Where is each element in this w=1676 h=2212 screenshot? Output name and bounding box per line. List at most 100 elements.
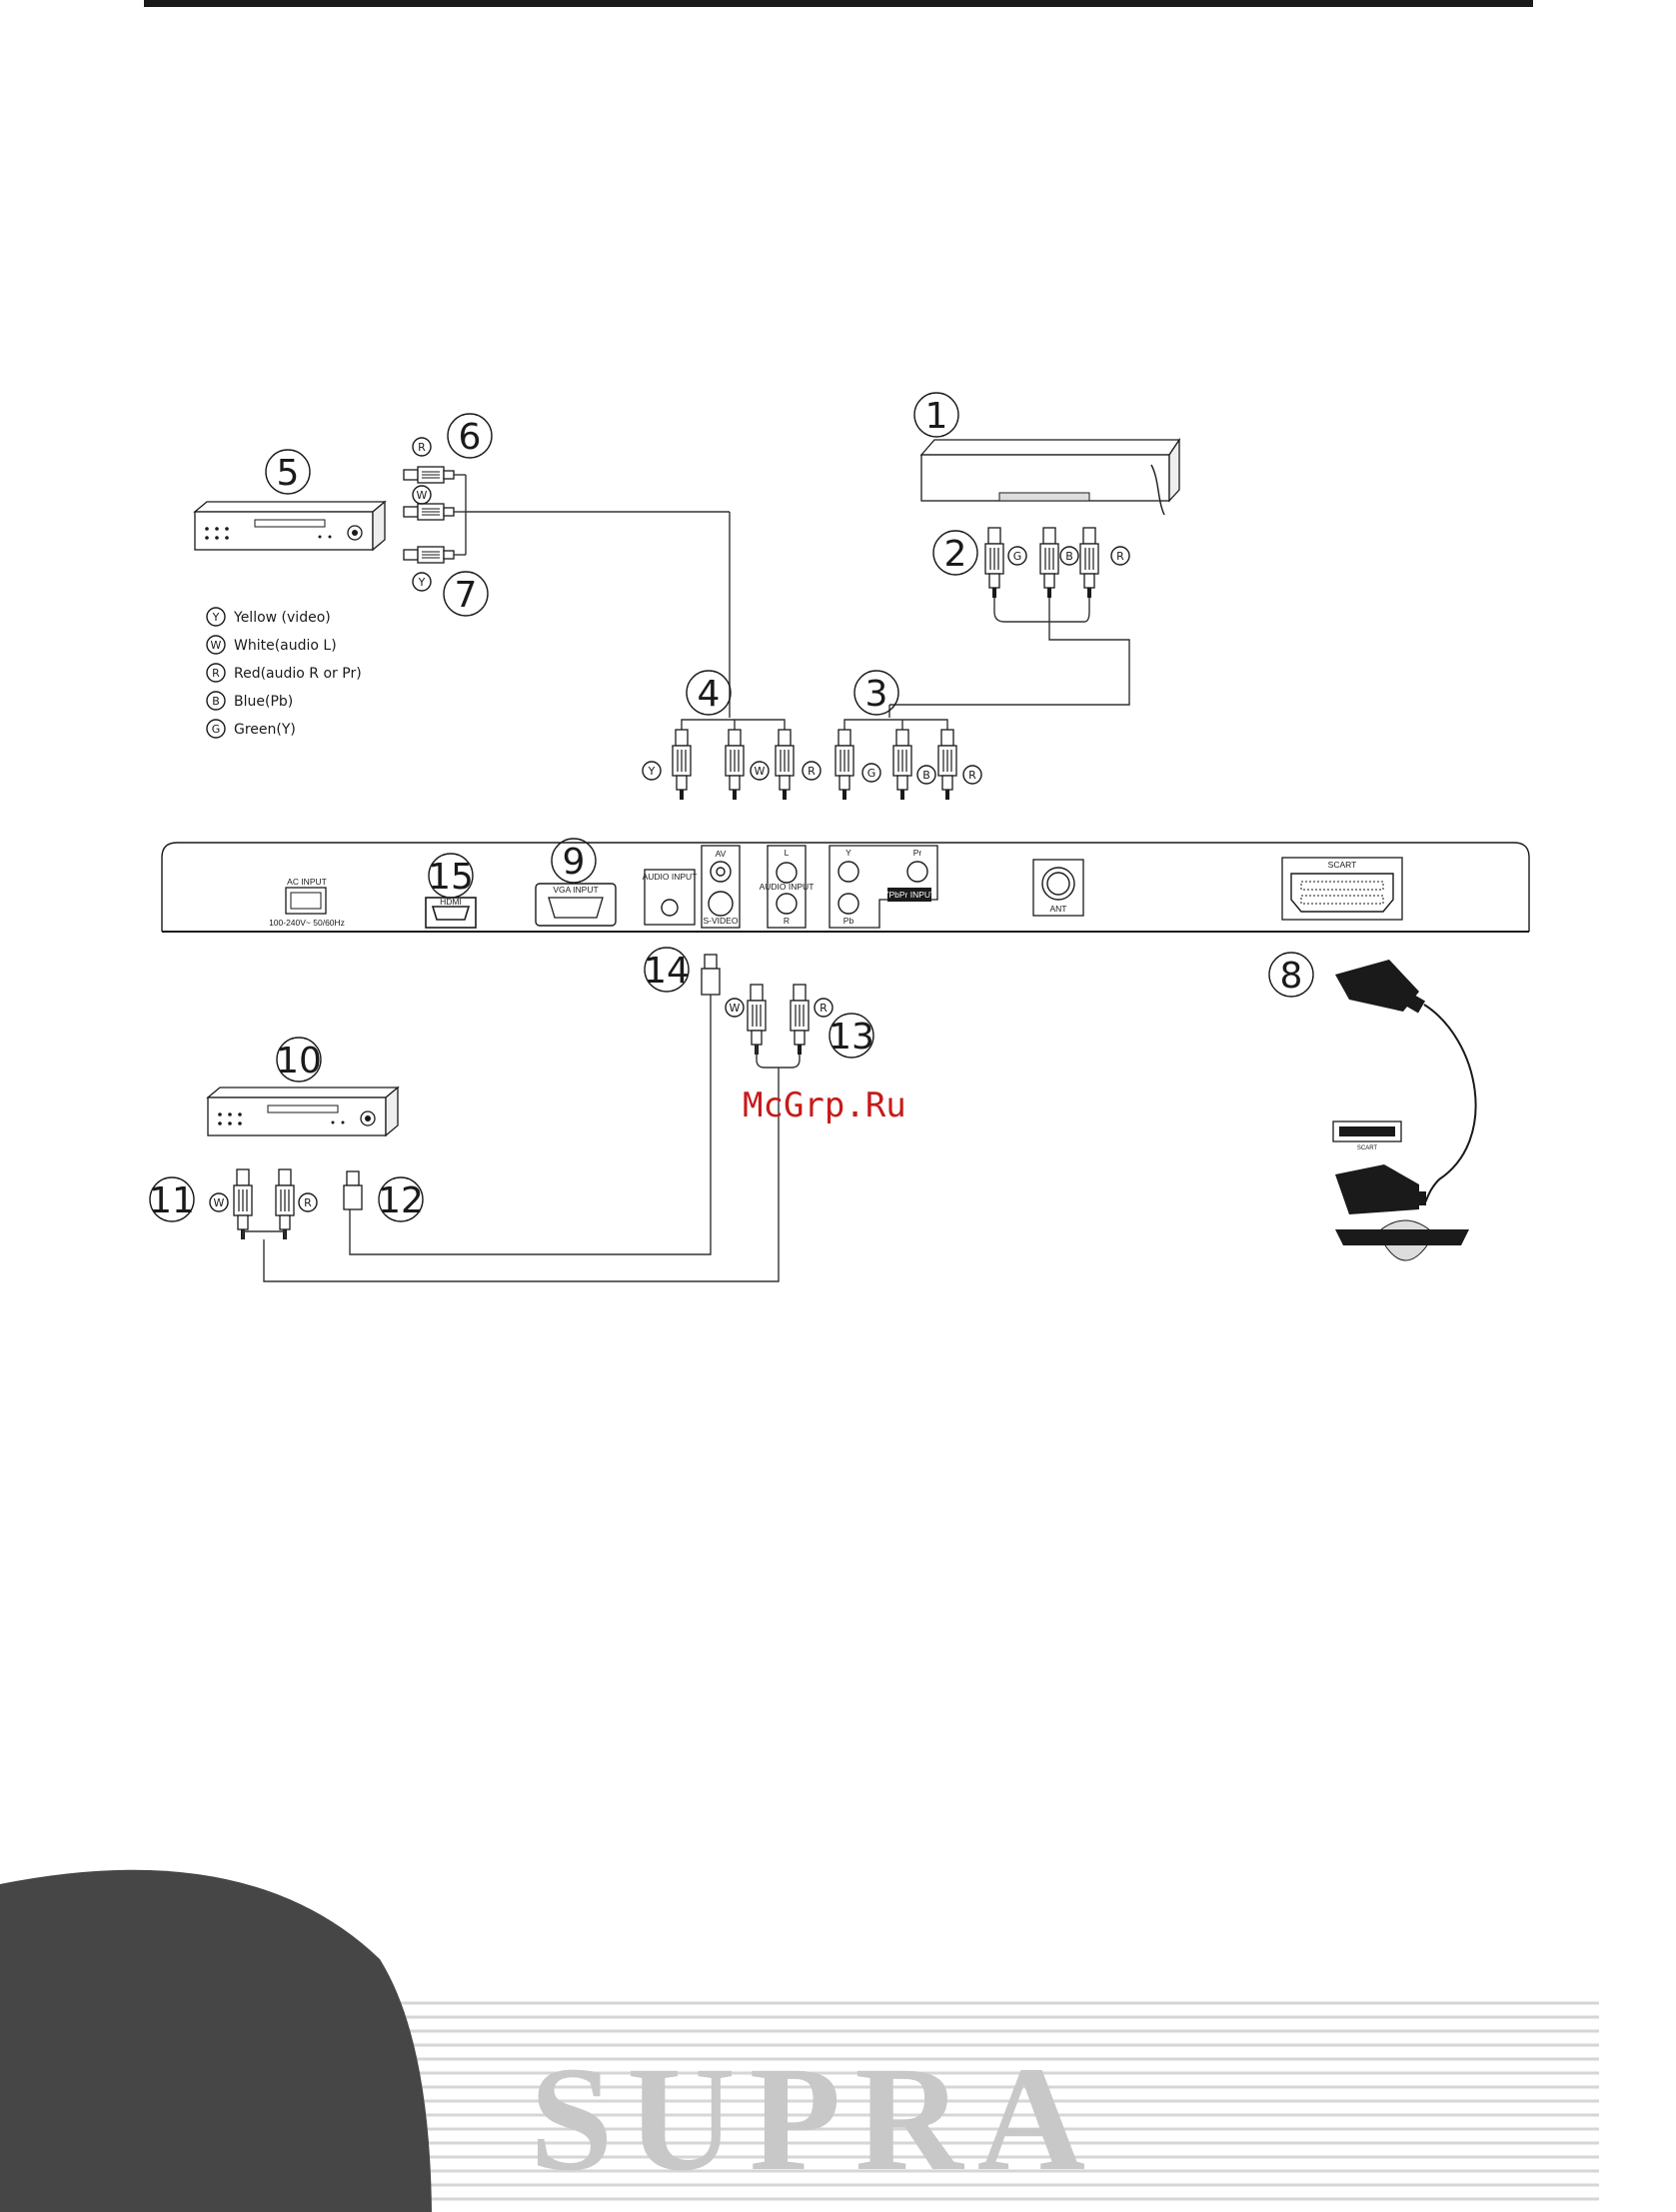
legend-item-blue: B Blue(Pb) [207,692,293,710]
left-label: L [785,848,790,858]
component-source-device [921,440,1179,515]
legend-item-white: W White(audio L) [207,636,337,654]
legend-item-yellow: Y Yellow (video) [207,608,331,626]
svg-text:R: R [820,1002,828,1015]
scart-port: SCART [1282,858,1402,920]
svg-text:3: 3 [865,674,888,715]
svg-text:Red(audio R or Pr): Red(audio R or Pr) [234,666,362,682]
plug-code-w-4: W [751,762,769,780]
svg-text:10: 10 [276,1041,322,1082]
plug-code-y-7: Y [413,573,431,591]
callout-11: 11 [149,1177,195,1221]
pb-label: Pb [843,916,854,926]
svg-text:12: 12 [378,1180,424,1221]
plug-code-b-3: B [917,766,935,784]
svg-text:15: 15 [428,857,474,898]
svg-text:6: 6 [459,417,482,458]
callout-1: 1 [914,393,958,437]
svg-text:B: B [1065,550,1073,563]
svg-text:2: 2 [944,534,967,575]
svg-text:4: 4 [698,674,721,715]
svg-text:R: R [968,769,976,782]
plug-group-11 [234,1169,294,1239]
svg-text:G: G [867,767,876,780]
right-label: R [784,916,790,926]
svg-text:11: 11 [149,1180,195,1221]
watermark-text: McGrp.Ru [743,1086,906,1125]
ant-port: ANT [1033,860,1083,916]
svg-text:8: 8 [1280,956,1303,997]
plug-group-4 [673,512,794,800]
svideo-source-device [208,1088,398,1135]
svg-text:W: W [755,765,766,778]
callout-2: 2 [933,531,977,575]
vga-input-port: VGA INPUT [536,884,616,926]
svg-text:Y: Y [648,765,656,778]
svg-text:Green(Y): Green(Y) [234,722,296,738]
svg-text:W: W [417,489,428,502]
callout-8: 8 [1269,953,1313,997]
audio-input-label: AUDIO INPUT [643,872,698,882]
y-label: Y [845,848,851,858]
legend-item-red: R Red(audio R or Pr) [207,664,362,682]
plug-code-r-6: R [413,438,431,456]
pr-label: Pr [913,848,922,858]
s-video-label: S-VIDEO [704,916,739,926]
ac-input-label: AC INPUT [287,877,327,887]
svg-text:R: R [418,441,426,454]
svg-text:9: 9 [563,842,586,883]
plug-code-g-2: G [1008,547,1026,565]
plug-code-r-13: R [815,999,833,1017]
ac-voltage-label: 100-240V~ 50/60Hz [269,918,345,928]
callout-9: 9 [552,839,596,883]
callout-4: 4 [687,671,731,715]
svg-text:Yellow (video): Yellow (video) [233,610,331,626]
av-source-device [195,502,385,550]
svg-text:13: 13 [829,1017,874,1058]
vga-input-label: VGA INPUT [553,885,598,895]
plug-code-r-2: R [1111,547,1129,565]
svg-text:14: 14 [644,951,690,992]
svg-text:R: R [808,765,816,778]
color-legend: Y Yellow (video) W White(audio L) R Red(… [207,608,362,738]
plug-code-w-13: W [726,999,744,1017]
plug-code-b-2: B [1060,547,1078,565]
audio-input-2-label: AUDIO INPUT [760,882,815,892]
plug-code-r-3: R [963,766,981,784]
svg-text:Blue(Pb): Blue(Pb) [234,694,293,710]
svg-text:W: W [214,1196,225,1209]
scart-cable: SCART [1333,960,1476,1260]
plug-group-6 [404,467,730,520]
callout-5: 5 [266,450,310,494]
svg-text:7: 7 [455,575,478,616]
hdmi-port: HDMI [426,897,476,928]
plug-group-2 [889,528,1129,705]
svg-text:White(audio L): White(audio L) [234,638,337,654]
callout-5-label: 5 [277,453,300,494]
svg-text:B: B [922,769,930,782]
plug-group-3 [836,705,956,800]
callout-7: 7 [444,572,488,616]
plug-12 [344,1171,362,1209]
svg-text:R: R [212,667,220,680]
svg-text:B: B [212,695,220,708]
legend-item-green: G Green(Y) [207,720,296,738]
callout-10: 10 [276,1038,322,1082]
svg-text:R: R [1116,550,1124,563]
ypbpr-input-port: Y Pr Pb YPbPr INPUT [830,846,937,928]
callout-3: 3 [854,671,898,715]
audio-lr-port: L AUDIO INPUT R [760,846,815,928]
plug-code-r-4: R [803,762,821,780]
callout-12: 12 [378,1177,424,1221]
callout-15: 15 [428,854,474,898]
svg-text:W: W [730,1002,741,1015]
callout-14: 14 [644,948,690,992]
svg-text:Y: Y [418,576,426,589]
brand-logo: SUPRA [530,2036,1099,2202]
plug-code-g-3: G [862,764,880,782]
svg-text:Y: Y [212,611,220,624]
svg-text:R: R [304,1196,312,1209]
callout-13: 13 [829,1014,874,1058]
plug-code-r-11: R [299,1193,317,1211]
